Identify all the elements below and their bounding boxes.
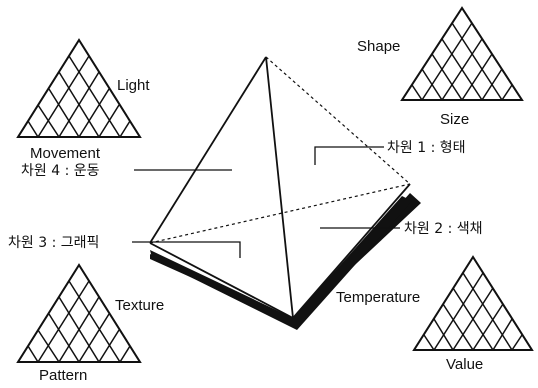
pyramid-base-front-left: [149, 242, 294, 319]
pyramid-edge-left: [149, 56, 267, 244]
movement-label: Movement: [30, 145, 101, 162]
triangle-grid-top-left: Light Movement: [16, 38, 150, 162]
pyramid-edge-back-hidden: [265, 56, 411, 185]
dimension-4-label: 차원 4 : 운동: [21, 163, 100, 179]
grid-lattice: [402, 8, 522, 100]
dimension-2-label: 차원 2 : 색채: [404, 221, 483, 237]
pyramid-edge-front: [265, 56, 294, 319]
pyramid: [149, 56, 421, 330]
leader-dim1: [314, 146, 384, 165]
leader-lines: [132, 146, 400, 258]
triangle-grid-bottom-right: Temperature Value: [336, 255, 534, 373]
size-label: Size: [440, 111, 469, 128]
texture-label: Texture: [115, 297, 164, 314]
triangle-outline: [16, 263, 142, 363]
pyramid-base-front-right: [292, 183, 411, 319]
value-label: Value: [446, 356, 483, 373]
grid-lattice: [414, 257, 532, 350]
triangle-grid-top-right: Shape Size: [357, 6, 524, 128]
triangle-outline: [412, 255, 534, 351]
dimension-1-label: 차원 1 : 형태: [387, 140, 466, 156]
light-label: Light: [117, 77, 150, 94]
pyramid-base-back-hidden: [149, 183, 411, 244]
triangle-outline: [400, 6, 524, 101]
temperature-label: Temperature: [336, 289, 420, 306]
triangle-outline: [16, 38, 142, 138]
dimension-3-label: 차원 3 : 그래픽: [8, 235, 99, 251]
shape-label: Shape: [357, 38, 400, 55]
triangle-grid-bottom-left: Texture Pattern: [16, 263, 164, 384]
pattern-label: Pattern: [39, 367, 87, 383]
leader-dim3: [132, 241, 241, 258]
